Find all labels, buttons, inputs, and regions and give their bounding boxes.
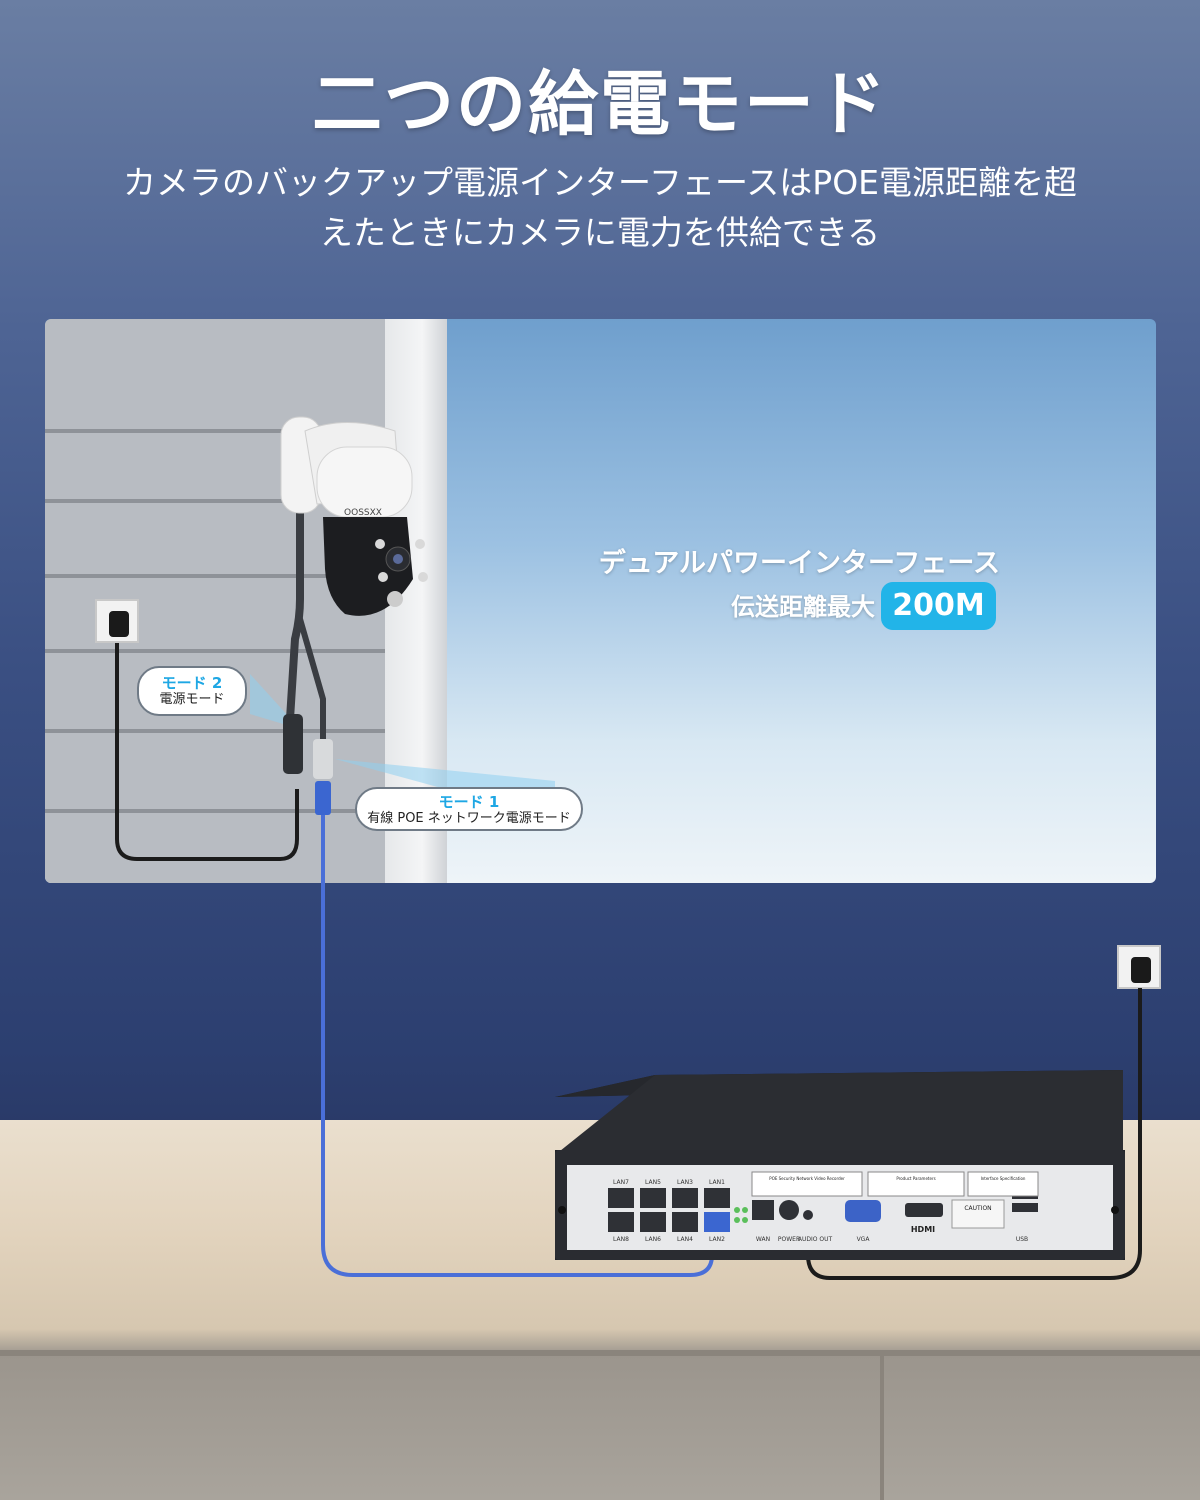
- spec-sticker-title: POE Security Network Video Recorder: [769, 1176, 845, 1181]
- page-title: 二つの給電モード: [312, 63, 888, 145]
- transmission-distance-label: 伝送距離最大: [731, 593, 875, 621]
- wall-siding-line: [45, 574, 385, 578]
- subtitle-line-1: カメラのバックアップ電源インターフェースはPOE電源距離を超: [122, 163, 1078, 202]
- wall-siding-line: [45, 429, 385, 433]
- camera-pigtail-cable: [286, 499, 304, 720]
- mode-2-title: モード 2: [161, 674, 223, 692]
- spec-sticker-title: Interface Specification: [981, 1176, 1026, 1181]
- wall-siding-line: [45, 729, 385, 733]
- camera-led: [418, 572, 428, 582]
- lan-port[interactable]: [704, 1188, 730, 1208]
- mode-1-text: 有線 POE ネットワーク電源モード: [367, 811, 571, 826]
- blue-rj45-plug: [315, 781, 331, 815]
- wall-siding-line: [45, 649, 385, 653]
- rack-screw: [1111, 1206, 1119, 1214]
- cabinet-edge: [0, 1350, 1200, 1356]
- lan-label: LAN4: [677, 1236, 693, 1243]
- power-adapter-icon: [109, 611, 129, 637]
- caution-sticker: [951, 1199, 1005, 1229]
- spec-sticker: [751, 1171, 863, 1197]
- status-led: [742, 1207, 748, 1213]
- mode-1-bubble: モード 1 有線 POE ネットワーク電源モード: [355, 787, 583, 831]
- lan-label: LAN2: [709, 1236, 725, 1243]
- wall-siding-line: [45, 809, 385, 813]
- usb-label: USB: [1016, 1236, 1028, 1243]
- mode-2-text: 電源モード: [159, 692, 225, 707]
- camera-dome-top: [316, 446, 413, 518]
- lan-port-group: LAN7 LAN5 LAN3 LAN1 LAN8 LAN6 LAN4 LAN2: [608, 1179, 730, 1243]
- blue-lan-cable-run: [321, 880, 714, 1277]
- nvr-graphic: LAN7 LAN5 LAN3 LAN1 LAN8 LAN6 LAN4 LAN2 …: [321, 880, 1142, 1280]
- camera-led: [375, 539, 385, 549]
- hdmi-label: HDMI: [911, 1225, 935, 1234]
- camera-led: [415, 539, 425, 549]
- power-adapter-icon: [1131, 957, 1151, 983]
- spec-sticker: [867, 1171, 965, 1197]
- lan-port[interactable]: [608, 1188, 634, 1208]
- mode-1-title: モード 1: [438, 793, 500, 811]
- lan-port[interactable]: [608, 1212, 634, 1232]
- camera-head: [323, 517, 413, 616]
- spec-sticker-title: Product Parameters: [896, 1176, 935, 1181]
- caution-label: CAUTION: [964, 1205, 991, 1212]
- camera-scene-panel: OOSSXX デュアルパワーインターフェース 伝送距離最大 200M モード 2…: [45, 319, 1156, 883]
- adapter-cable: [115, 643, 299, 861]
- spec-sticker: [967, 1171, 1039, 1197]
- vga-label: VGA: [857, 1236, 871, 1243]
- lan-port-connected[interactable]: [704, 1212, 730, 1232]
- status-led: [742, 1217, 748, 1223]
- audio-out-label: AUDIO OUT: [798, 1236, 833, 1243]
- lan-port[interactable]: [672, 1188, 698, 1208]
- lan-label: LAN5: [645, 1179, 661, 1186]
- mode-2-bubble: モード 2 電源モード: [137, 666, 247, 716]
- wan-label: WAN: [756, 1236, 770, 1243]
- camera-pigtail-lan: [297, 618, 326, 749]
- lan-label: LAN7: [613, 1179, 629, 1186]
- rj45-jack: [313, 739, 333, 779]
- wan-port[interactable]: [752, 1200, 774, 1220]
- wall-siding-line: [45, 499, 385, 503]
- lan-port[interactable]: [672, 1212, 698, 1232]
- wall-outlet: [95, 599, 139, 643]
- cabinet-seam: [880, 1356, 884, 1500]
- lan-label: LAN3: [677, 1179, 693, 1186]
- lan-label: LAN1: [709, 1179, 725, 1186]
- dual-power-interface-label: デュアルパワーインターフェース: [598, 548, 1000, 579]
- hdmi-port[interactable]: [905, 1203, 943, 1217]
- nvr-power-cable: [806, 988, 1142, 1280]
- usb-port[interactable]: [1012, 1203, 1038, 1212]
- rack-screw: [558, 1206, 566, 1214]
- status-led: [734, 1217, 740, 1223]
- dc-connector: [283, 714, 303, 774]
- status-led: [734, 1207, 740, 1213]
- lan-label: LAN8: [613, 1236, 629, 1243]
- nvr-body: [555, 1070, 1123, 1155]
- camera-brand: OOSSXX: [344, 508, 382, 518]
- subtitle-line-2: えたときにカメラに電力を供給できる: [319, 213, 881, 252]
- audio-out-port[interactable]: [803, 1210, 813, 1220]
- distance-badge: 200M: [881, 582, 996, 630]
- camera-lens-glass: [393, 554, 403, 564]
- lan-port[interactable]: [640, 1212, 666, 1232]
- page-subtitle: カメラのバックアップ電源インターフェースはPOE電源距離を超 えたときにカメラに…: [60, 158, 1140, 258]
- power-label: POWER: [778, 1236, 800, 1243]
- camera-spotlight: [387, 591, 403, 607]
- power-port[interactable]: [779, 1200, 799, 1220]
- vga-port[interactable]: [845, 1200, 881, 1222]
- wall-outlet-nvr: [1117, 945, 1161, 989]
- lan-port[interactable]: [640, 1188, 666, 1208]
- lan-label: LAN6: [645, 1236, 661, 1243]
- camera-led: [378, 572, 388, 582]
